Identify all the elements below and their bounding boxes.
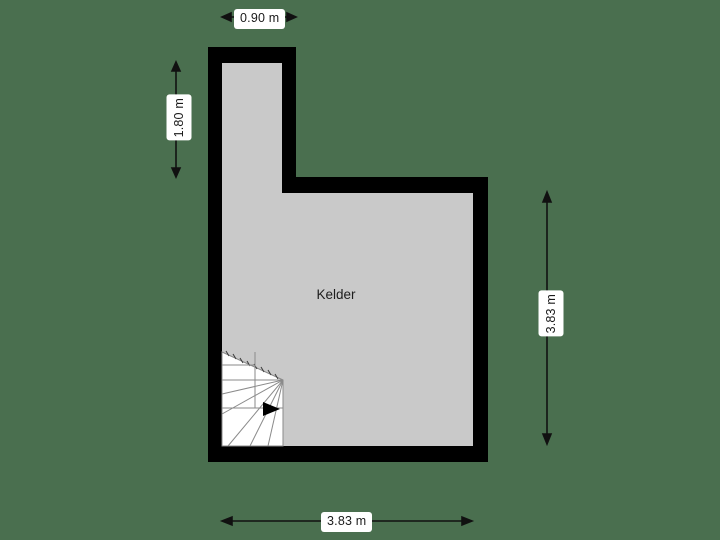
room-label-kelder: Kelder xyxy=(316,287,356,302)
floor-area xyxy=(222,63,473,446)
dimension-label-left: 1.80 m xyxy=(167,94,192,141)
dimension-label-bottom: 3.83 m xyxy=(321,512,373,532)
dimension-arrowhead-bottom xyxy=(541,433,553,447)
stair-direction-arrow-icon xyxy=(263,402,280,416)
dimension-arrowhead-left xyxy=(220,11,232,23)
staircase-nosing-hatch xyxy=(225,350,279,380)
dimension-arrowhead-left xyxy=(219,515,233,527)
dimension-arrowhead-right xyxy=(461,515,475,527)
dimension-arrowhead-right xyxy=(286,11,298,23)
dimension-arrowhead-top xyxy=(541,189,553,203)
dimension-arrowhead-bottom xyxy=(170,167,182,179)
dimension-label-top: 0.90 m xyxy=(234,9,286,29)
dimension-label-right: 3.83 m xyxy=(539,290,564,337)
staircase xyxy=(221,350,284,447)
dimension-arrowhead-top xyxy=(170,60,182,72)
staircase-straight-treads xyxy=(222,364,283,381)
